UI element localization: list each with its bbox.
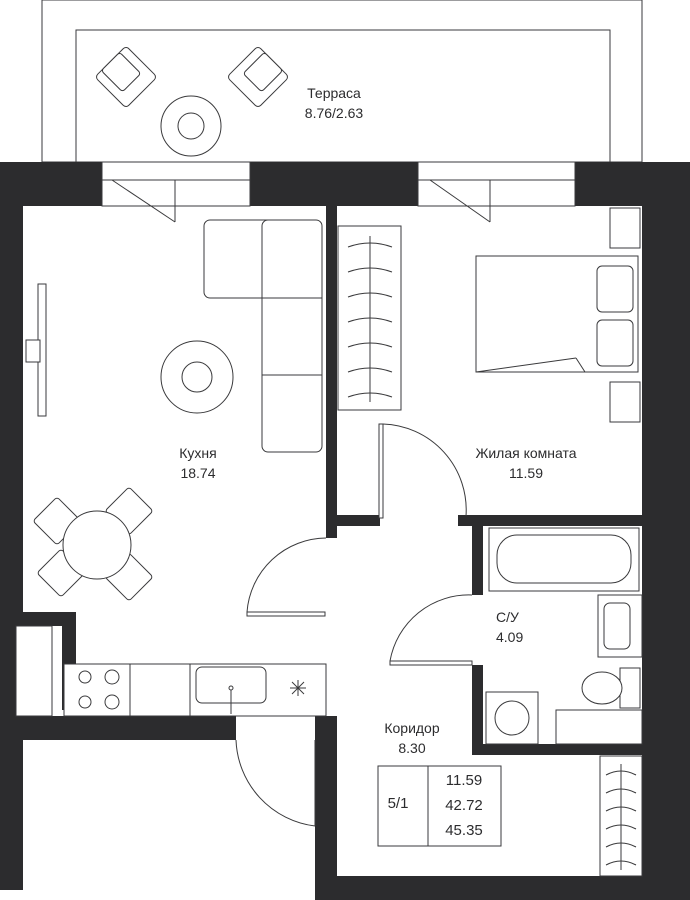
sink-icon <box>195 666 267 714</box>
summary-total-with-terrace: 45.35 <box>445 822 483 839</box>
shaft <box>15 625 53 717</box>
bathtub-icon <box>488 527 640 592</box>
nightstand-icon <box>609 207 641 249</box>
hanger-icon <box>605 770 637 776</box>
hob-icon <box>290 680 306 696</box>
corridor-name: Коридор <box>384 720 440 736</box>
nightstand-icon <box>609 381 641 423</box>
hanger-icon <box>347 292 393 298</box>
coffee-table-icon <box>160 95 222 157</box>
hanger-icon <box>347 367 393 373</box>
dining-table-icon <box>33 487 153 601</box>
kitchen-counter <box>63 663 327 717</box>
terrace-name: Терраса <box>307 85 361 101</box>
hangers <box>605 764 637 870</box>
terrace <box>41 0 643 163</box>
sofa-icon <box>203 219 323 453</box>
hangers <box>347 236 393 402</box>
hanger-icon <box>605 806 637 812</box>
door <box>389 594 473 666</box>
door <box>246 537 327 617</box>
rug-icon <box>160 340 234 414</box>
summary-label: 5/1 <box>388 795 409 812</box>
hanger-icon <box>605 842 637 848</box>
shaft <box>555 709 643 745</box>
hanger-icon <box>347 242 393 248</box>
door <box>378 423 467 519</box>
corridor-area: 8.30 <box>398 740 425 756</box>
door <box>235 739 316 827</box>
kitchen-area: 18.74 <box>180 465 215 481</box>
armchair-icon <box>228 47 288 107</box>
living-room-name: Жилая комната <box>475 445 576 461</box>
armchair-icon <box>96 47 156 107</box>
toilet-icon <box>581 667 641 709</box>
area-summary: 5/1 11.59 42.72 45.35 <box>377 765 502 847</box>
hanger-icon <box>605 788 637 794</box>
summary-living-area: 11.59 <box>446 772 482 789</box>
living-room-area: 11.59 <box>509 465 543 481</box>
washing-machine-icon <box>485 691 539 745</box>
tv-icon <box>25 283 47 417</box>
hanger-icon <box>605 860 637 866</box>
window <box>101 161 251 223</box>
summary-total-area: 42.72 <box>445 797 483 814</box>
hanger-icon <box>347 267 393 273</box>
hanger-icon <box>347 392 393 398</box>
bathroom-area: 4.09 <box>496 629 523 645</box>
kitchen-name: Кухня <box>179 445 216 461</box>
stove-icon <box>78 669 120 710</box>
bathroom-name: С/У <box>496 609 519 625</box>
hanger-icon <box>605 824 637 830</box>
hanger-icon <box>347 317 393 323</box>
hanger-icon <box>347 342 393 348</box>
terrace-area: 8.76/2.63 <box>305 105 364 121</box>
window <box>417 161 576 223</box>
bed-icon <box>475 255 639 373</box>
walls <box>0 162 690 900</box>
washbasin-icon <box>597 594 643 658</box>
